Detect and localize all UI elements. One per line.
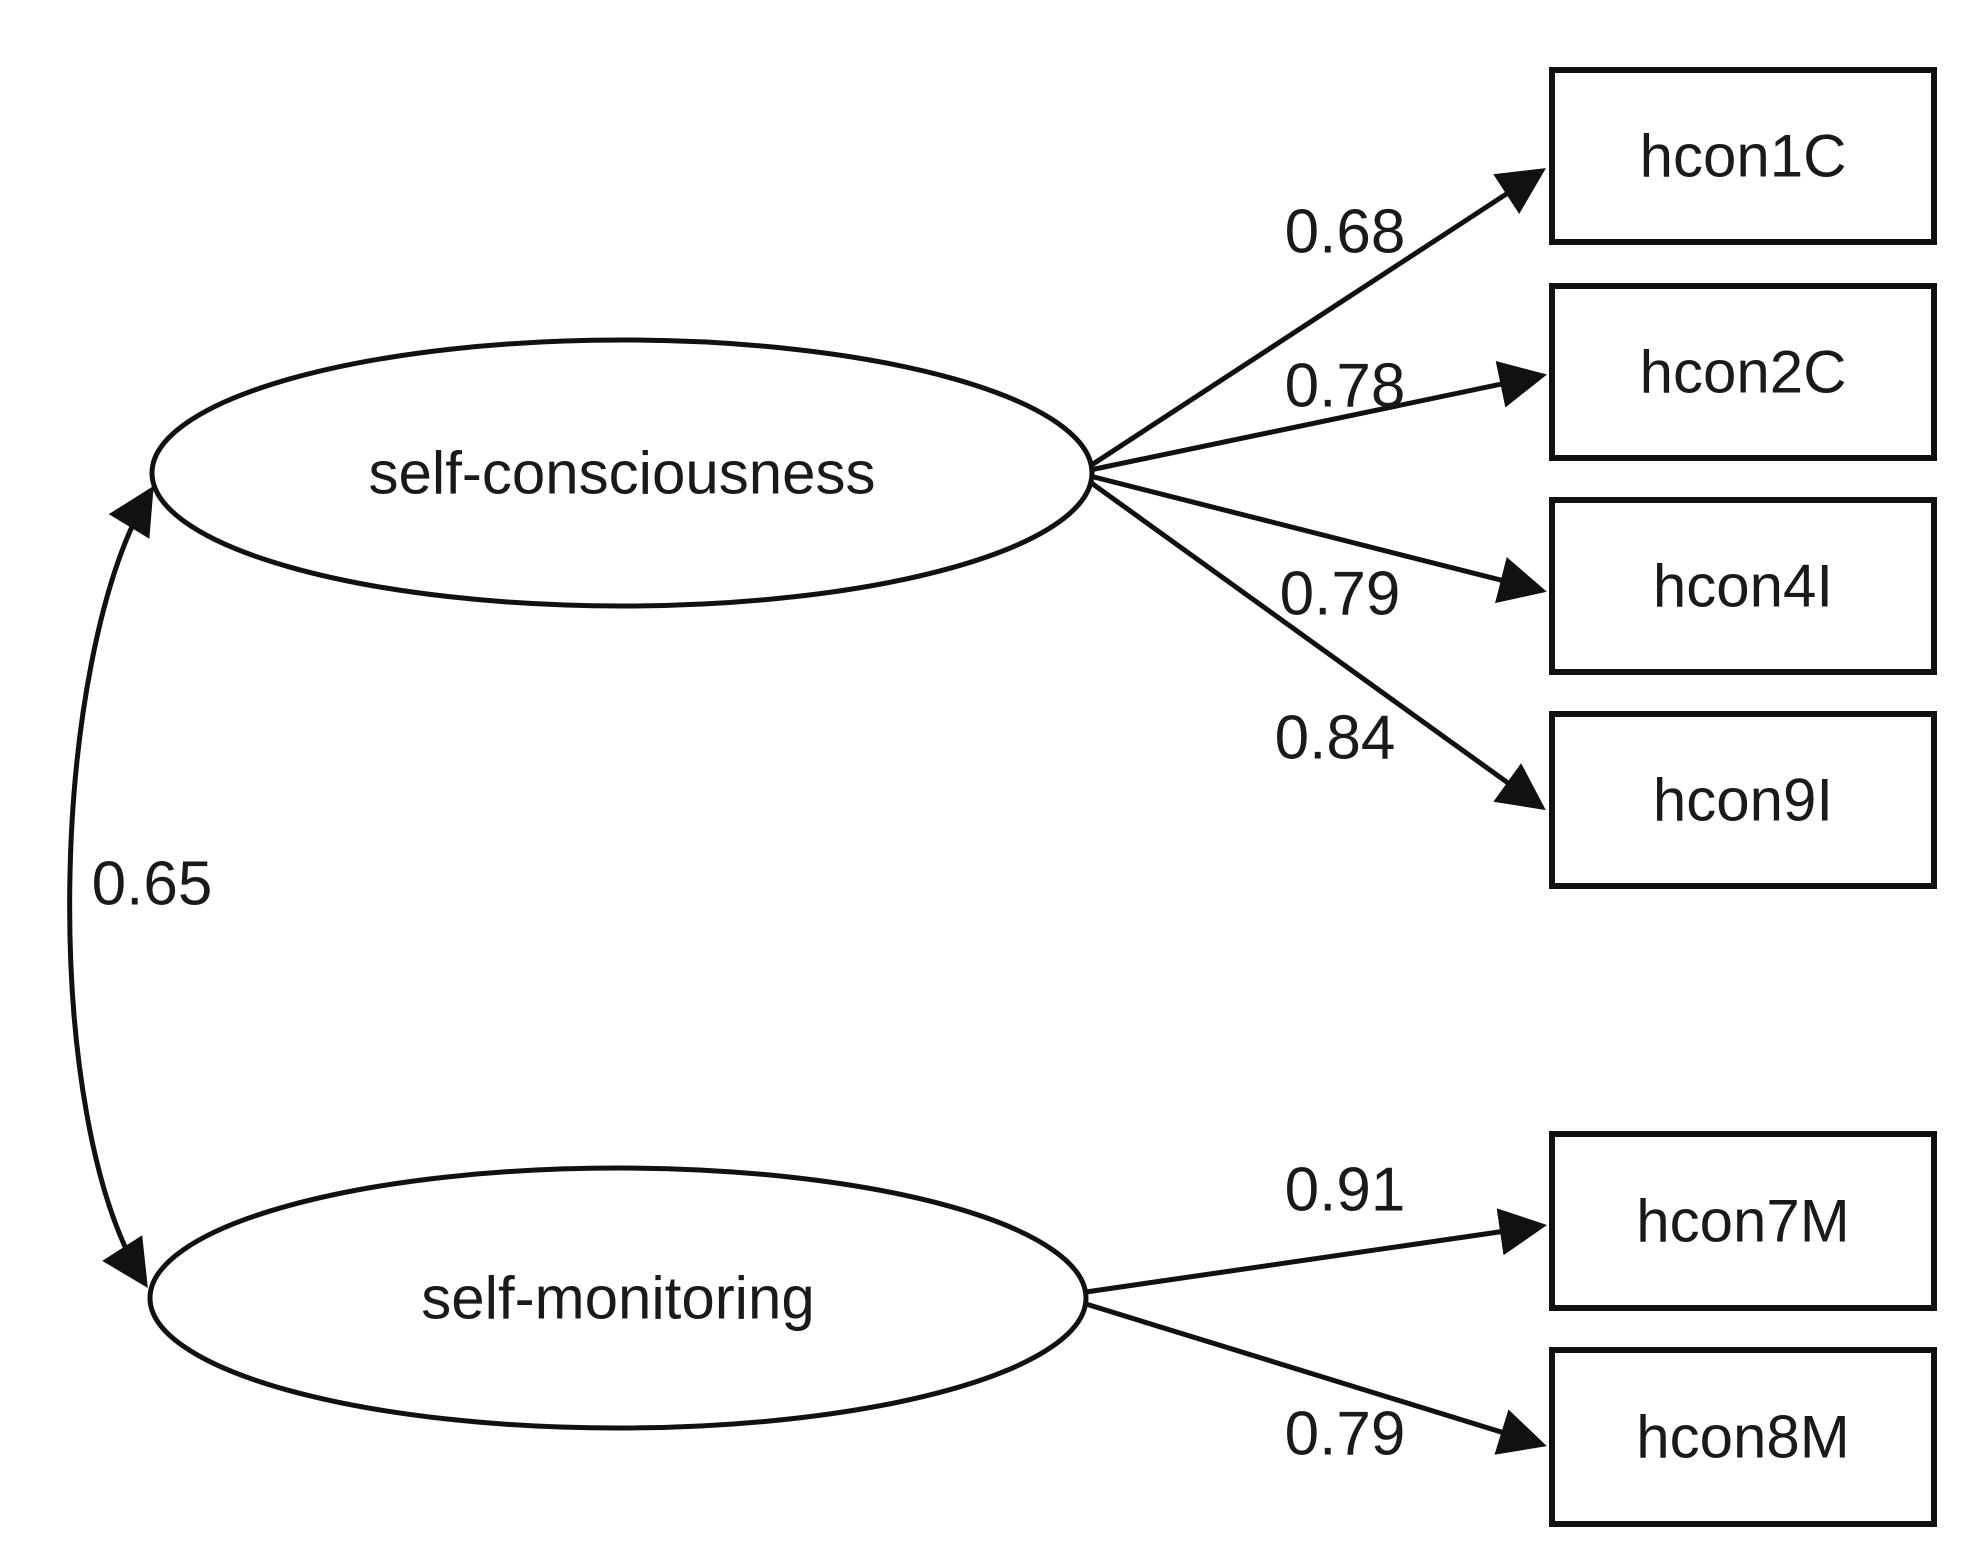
latent-self-monitoring-label: self-monitoring <box>421 1265 815 1332</box>
indicator-hcon8M-box <box>1549 1347 1937 1527</box>
loading-value-hcon2C: 0.78 <box>1285 352 1406 421</box>
loading-value-hcon4I: 0.79 <box>1280 560 1401 629</box>
indicator-hcon7M-label: hcon7M <box>1636 1188 1849 1255</box>
loading-arrow-hcon7M <box>1085 1208 1548 1295</box>
indicator-hcon4I-box <box>1549 497 1937 675</box>
indicator-hcon4I-label: hcon4I <box>1653 553 1833 620</box>
indicator-hcon2C-label: hcon2C <box>1640 339 1847 406</box>
indicator-hcon1C-label: hcon1C <box>1640 123 1847 190</box>
indicator-hcon9I-label: hcon9I <box>1653 767 1833 834</box>
loading-arrow-hcon4I <box>1089 473 1547 604</box>
indicator-hcon2C-box <box>1549 283 1937 461</box>
indicator-hcon1C-box <box>1549 67 1937 245</box>
latent-self-monitoring-ellipse <box>147 1165 1089 1431</box>
indicator-hcon9I-box <box>1549 711 1937 889</box>
loading-arrow-hcon1C <box>1088 168 1546 469</box>
loading-value-hcon8M: 0.79 <box>1285 1400 1406 1469</box>
loading-arrow-hcon8M <box>1085 1301 1547 1455</box>
loading-value-hcon7M: 0.91 <box>1285 1156 1406 1225</box>
loading-value-hcon1C: 0.68 <box>1285 198 1406 267</box>
latent-self-consciousness-ellipse <box>149 337 1095 609</box>
covariance-double-arrow <box>67 485 154 1289</box>
indicator-hcon7M-box <box>1549 1131 1937 1311</box>
indicator-hcon8M-label: hcon8M <box>1636 1404 1849 1471</box>
covariance-value-label: 0.65 <box>92 850 213 919</box>
loading-arrow-hcon9I <box>1088 479 1546 811</box>
loading-arrow-hcon2C <box>1089 361 1547 473</box>
latent-self-consciousness-label: self-consciousness <box>369 440 876 507</box>
loading-value-hcon9I: 0.84 <box>1275 704 1396 773</box>
